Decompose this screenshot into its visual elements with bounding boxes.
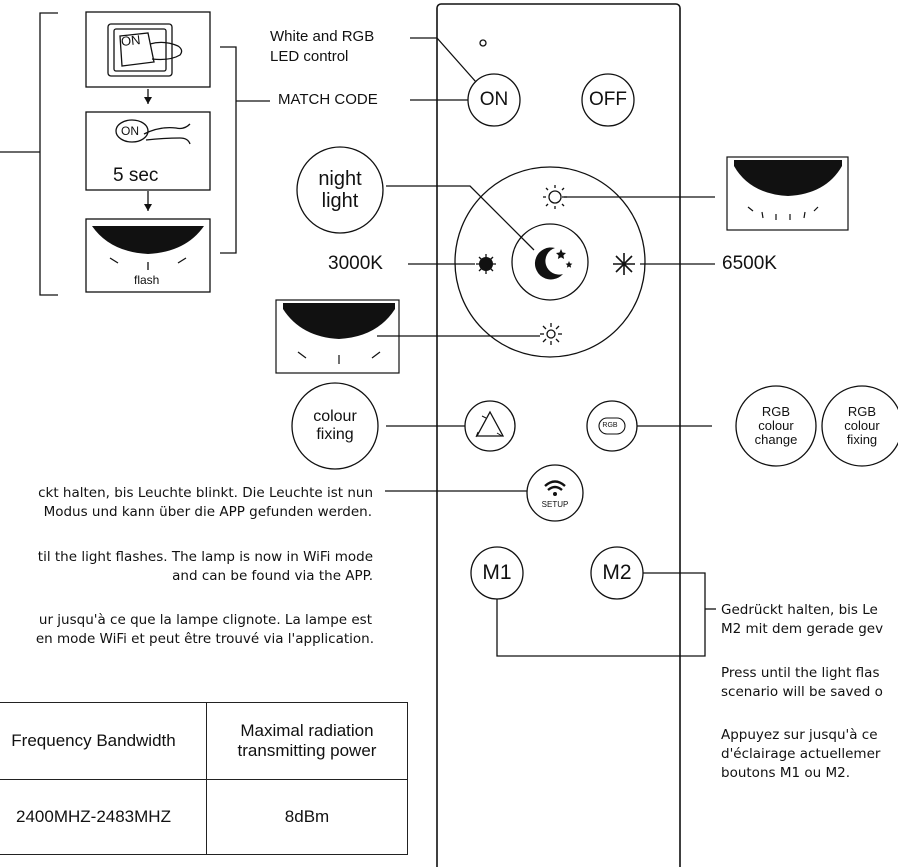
- memory-text-en-1: Press until the light flas: [721, 665, 880, 681]
- setup-button[interactable]: SETUP: [527, 465, 583, 521]
- table-row: 2400MHZ-2483MHZ 8dBm: [0, 779, 408, 855]
- rgb-fixing-line3: fixing: [846, 432, 878, 448]
- setup-text-de-2: Modus und kann über die APP gefunden wer…: [43, 504, 372, 520]
- table-row: Frequency Bandwidth Maximal radiation tr…: [0, 702, 408, 780]
- setup-text-en-2: and can be found via the APP.: [172, 568, 373, 584]
- rgb-colour-button[interactable]: RGB: [587, 401, 637, 451]
- setup-text-fr-1: ur jusqu'à ce que la lampe clignote. La …: [38, 612, 372, 628]
- warm-white-button[interactable]: [466, 244, 506, 284]
- memory-text-en-2: scenario will be saved o: [721, 684, 883, 700]
- temp-warm-label: 3000K: [328, 253, 383, 274]
- night-light-button[interactable]: [512, 224, 588, 300]
- rgb-change-line2: colour: [758, 417, 794, 433]
- colour-fixing-bubble: colour fixing: [292, 383, 378, 469]
- rgb-colour-fixing-bubble: RGB colour fixing: [822, 386, 898, 466]
- table-cell-power: 8dBm: [206, 779, 408, 855]
- brightness-up-button[interactable]: [536, 182, 574, 212]
- night-light-line1: night: [318, 168, 362, 190]
- white-rgb-label-line2: LED control: [270, 48, 349, 65]
- table-header-power-line1: Maximal radiation: [240, 721, 374, 740]
- rgb-fixing-line1: RGB: [847, 403, 877, 419]
- memory-text-de-2: M2 mit dem gerade gev: [721, 621, 884, 637]
- cool-white-button[interactable]: [604, 244, 644, 284]
- setup-text-de-1: ckt halten, bis Leuchte blinkt. Die Leuc…: [38, 485, 373, 501]
- brightness-down-button[interactable]: [532, 318, 570, 350]
- colour-fixing-line2: fixing: [316, 426, 354, 443]
- memory-text-fr-2: d'éclairage actuellemer: [721, 746, 881, 762]
- night-light-bubble: night light: [297, 147, 383, 233]
- memory-text-fr-1: Appuyez sur jusqu'à ce: [721, 727, 878, 743]
- rgb-change-line1: RGB: [761, 403, 791, 419]
- table-header-frequency: Frequency Bandwidth: [0, 702, 207, 780]
- m1-button[interactable]: M1: [482, 561, 512, 585]
- white-rgb-label-line1: White and RGB: [270, 28, 375, 45]
- rgb-icon-label: RGB: [602, 422, 618, 430]
- m2-button[interactable]: M2: [602, 561, 632, 585]
- match-code-label: MATCH CODE: [278, 91, 378, 108]
- on-button[interactable]: ON: [479, 88, 509, 110]
- memory-text-fr-3: boutons M1 ou M2.: [721, 765, 850, 781]
- setup-label: SETUP: [541, 499, 569, 509]
- off-button[interactable]: OFF: [589, 88, 627, 110]
- step2-duration-label: 5 sec: [113, 165, 159, 186]
- step1-switch-label: ON: [120, 32, 142, 49]
- setup-text-en-1: til the light flashes. The lamp is now i…: [37, 549, 373, 565]
- step3-flash-label: flash: [134, 273, 160, 287]
- table-header-power: Maximal radiation transmitting power: [206, 702, 408, 780]
- temp-cool-label: 6500K: [722, 253, 777, 274]
- rgb-change-line3: change: [754, 432, 798, 448]
- memory-text-de-1: Gedrückt halten, bis Le: [721, 602, 878, 618]
- rgb-colour-change-bubble: RGB colour change: [736, 386, 816, 466]
- spec-table: Frequency Bandwidth Maximal radiation tr…: [0, 702, 408, 855]
- setup-text-fr-2: en mode WiFi et peut être trouvé via l'a…: [35, 631, 374, 647]
- rgb-fixing-line2: colour: [844, 417, 880, 433]
- night-light-line2: light: [321, 190, 359, 212]
- colour-fixing-line1: colour: [313, 408, 357, 426]
- table-cell-frequency: 2400MHZ-2483MHZ: [0, 779, 207, 855]
- table-header-power-line2: transmitting power: [237, 741, 377, 760]
- colour-fixing-button[interactable]: [465, 401, 515, 451]
- step2-button-label: ON: [121, 124, 139, 138]
